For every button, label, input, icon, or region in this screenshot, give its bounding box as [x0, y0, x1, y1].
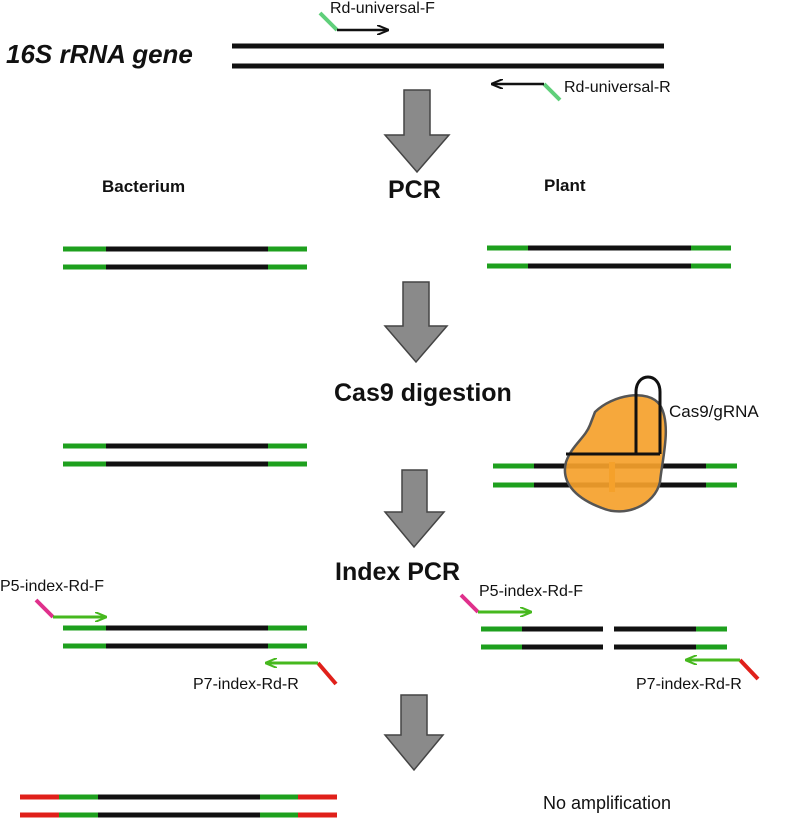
step-arrow-cas9 — [383, 281, 449, 364]
bacterium-amplicon-pcr — [63, 246, 307, 270]
bacterium-amplicon-cas9 — [63, 443, 307, 467]
step-index-pcr: Index PCR — [335, 558, 460, 586]
plant-cut-amplicon-index — [481, 626, 727, 650]
step-arrow-result — [383, 694, 445, 772]
cas9-grna-label: Cas9/gRNA — [669, 402, 759, 421]
universal-r-label: Rd-universal-R — [564, 79, 671, 96]
bacterium-indexed-library — [20, 794, 337, 818]
gene-label: 16S rRNA gene — [6, 39, 193, 69]
gene-dsdna — [232, 43, 664, 69]
step-arrow-pcr — [383, 89, 451, 174]
p7-label-plant: P7-index-Rd-R — [636, 676, 742, 693]
plant-amplicon-pcr — [487, 245, 731, 269]
p7-primer-plant — [686, 660, 760, 681]
p7-label-bacterium: P7-index-Rd-R — [193, 676, 299, 693]
universal-reverse-primer — [492, 84, 562, 102]
p5-primer-bacterium — [34, 598, 106, 617]
p5-primer-plant — [459, 593, 531, 612]
column-bacterium: Bacterium — [102, 177, 185, 196]
p5-label-plant: P5-index-Rd-F — [479, 583, 583, 600]
step-pcr: PCR — [388, 176, 441, 204]
step-arrow-index-pcr — [383, 469, 446, 549]
step-cas9-digestion: Cas9 digestion — [334, 379, 512, 407]
column-plant: Plant — [544, 176, 586, 195]
p7-primer-bacterium — [266, 663, 338, 686]
p5-label-bacterium: P5-index-Rd-F — [0, 578, 104, 595]
bacterium-amplicon-index — [63, 625, 307, 649]
universal-f-label: Rd-universal-F — [330, 0, 435, 17]
no-amplification-label: No amplification — [543, 793, 671, 813]
universal-forward-primer — [318, 11, 388, 30]
cas9-grna-complex — [563, 375, 668, 513]
